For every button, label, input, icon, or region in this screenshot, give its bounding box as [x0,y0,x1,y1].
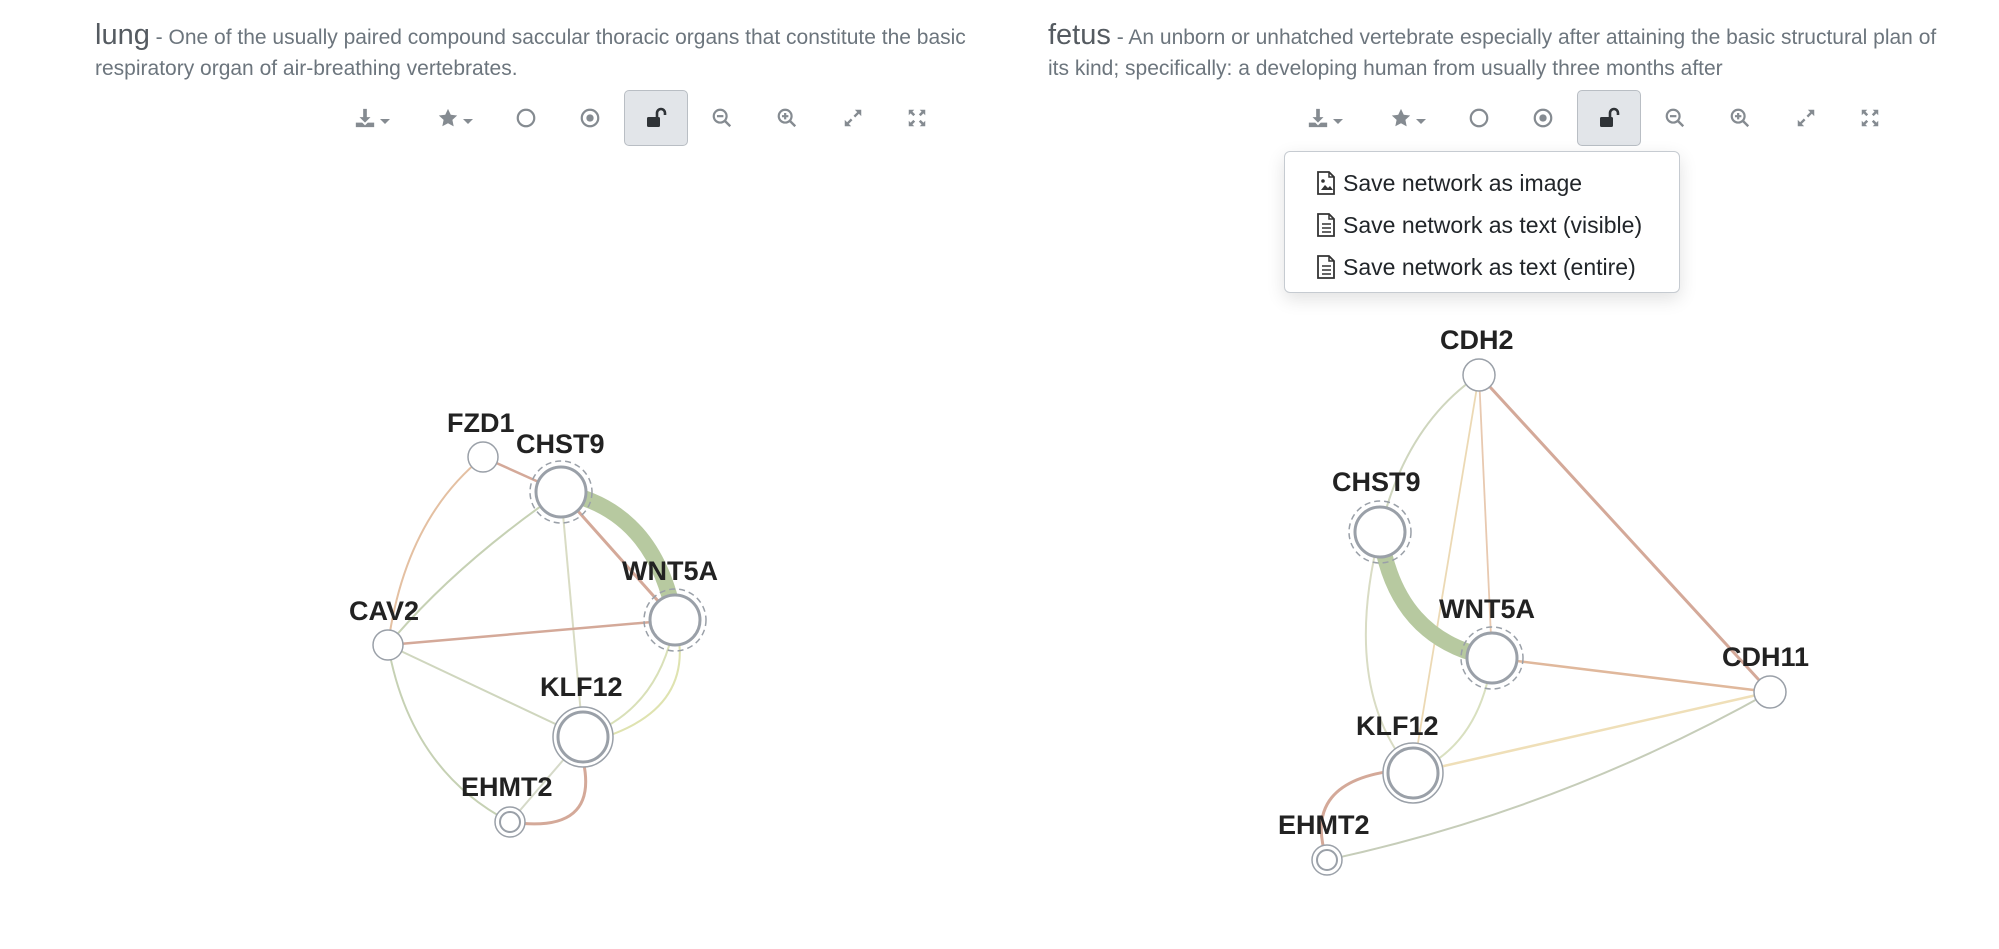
node-cdh11 [1753,675,1787,709]
image-file-icon [1315,171,1337,195]
node-label: WNT5A [1439,594,1535,624]
node-label: FZD1 [447,408,515,438]
download-button[interactable] [1293,90,1357,146]
node-label: CDH2 [1440,325,1514,355]
edge-fzd1-cav2 [387,456,484,646]
term-definition: - One of the usually paired compound sac… [95,26,966,80]
star-icon [437,107,459,129]
node-label: EHMT2 [461,772,553,802]
node-label: KLF12 [540,672,623,702]
edge-ehmt2-klf12-red [1319,768,1401,861]
network-graph[interactable]: FZD1 CHST9 WNT5A CAV2 KLF12 EHMT2 [0,0,1000,949]
right-network-panel: fetus - An unborn or unhatched vertebrat… [1000,0,1999,949]
zoom-in-button[interactable] [1708,90,1772,146]
node-ehmt2 [1311,844,1343,876]
edge-klf12-cdh11 [1412,690,1771,775]
select-all-button[interactable] [558,90,622,146]
node-label: EHMT2 [1278,810,1370,840]
fit-button[interactable] [821,90,885,146]
edge-cav2-klf12 [387,644,584,738]
zoom-in-icon [1729,107,1751,129]
node-klf12 [552,706,614,768]
text-file-icon [1315,255,1337,279]
node-label: CDH11 [1722,642,1809,672]
fullscreen-icon [1859,107,1881,129]
text-file-icon [1315,213,1337,237]
network-graph[interactable]: CDH2 CHST9 WNT5A CDH11 KLF12 EHMT2 [1000,0,1999,949]
download-icon [1307,107,1329,129]
save-text-visible-menu-item[interactable]: Save network as text (visible) [1315,206,1642,244]
term-description: lung - One of the usually paired compoun… [95,20,1010,84]
edge-wnt5a-cdh11 [1491,656,1771,694]
node-label: CHST9 [516,429,605,459]
menu-item-label: Save network as text (entire) [1343,253,1636,280]
zoom-out-icon [1664,107,1686,129]
left-network-panel: lung - One of the usually paired compoun… [0,0,1000,949]
node-label: CAV2 [349,596,419,626]
lock-toggle-button[interactable] [1577,90,1641,146]
expand-icon [1795,107,1817,129]
node-wnt5a [643,588,707,652]
download-dropdown-menu: Save network as image Save network as te… [1284,151,1680,293]
fullscreen-button[interactable] [885,90,949,146]
menu-item-label: Save network as text (visible) [1343,211,1643,238]
zoom-out-button[interactable] [1643,90,1707,146]
node-label: KLF12 [1356,711,1439,741]
unlock-icon [644,106,668,130]
edge-klf12-ehmt2-red [509,759,588,826]
node-wnt5a [1460,626,1524,690]
menu-item-label: Save network as image [1343,169,1583,196]
node-chst9 [529,460,593,524]
node-cav2 [372,629,404,661]
node-chst9 [1348,500,1412,564]
select-none-button[interactable] [494,90,558,146]
edge-cdh2-cdh11 [1477,373,1772,694]
dot-circle-icon [1532,107,1554,129]
select-all-button[interactable] [1511,90,1575,146]
circle-icon [1468,107,1490,129]
favorite-button[interactable] [1376,90,1440,146]
edge-ehmt2-cdh11 [1326,691,1771,861]
zoom-out-icon [711,107,733,129]
node-ehmt2 [494,806,526,838]
star-icon [1390,107,1412,129]
term-definition: - An unborn or unhatched vertebrate espe… [1048,26,1937,80]
edge-chst9-wnt5a [559,491,677,621]
download-button[interactable] [340,90,404,146]
edge-cav2-ehmt2 [387,644,511,823]
edge-cdh2-wnt5a [1478,374,1493,659]
term-title: fetus [1048,20,1111,51]
dot-circle-icon [579,107,601,129]
download-icon [354,107,376,129]
save-text-entire-menu-item[interactable]: Save network as text (entire) [1315,248,1636,286]
edge-chst9-cav2 [387,491,562,646]
edge-chst9-klf12 [560,491,584,738]
node-fzd1 [467,441,499,473]
term-description: fetus - An unborn or unhatched vertebrat… [1048,20,1963,84]
lock-toggle-button[interactable] [624,90,688,146]
node-label: CHST9 [1332,467,1421,497]
zoom-out-button[interactable] [690,90,754,146]
fullscreen-button[interactable] [1838,90,1902,146]
edge-cdh2-chst9 [1379,374,1480,533]
fit-button[interactable] [1774,90,1838,146]
zoom-in-icon [776,107,798,129]
zoom-in-button[interactable] [755,90,819,146]
select-none-button[interactable] [1447,90,1511,146]
node-klf12 [1382,742,1444,804]
fullscreen-icon [906,107,928,129]
node-label: WNT5A [622,556,718,586]
expand-icon [842,107,864,129]
unlock-icon [1597,106,1621,130]
edge-cav2-wnt5a [387,618,676,647]
favorite-button[interactable] [423,90,487,146]
node-cdh2 [1462,358,1496,392]
circle-icon [515,107,537,129]
edge-cdh2-klf12 [1412,374,1480,774]
save-image-menu-item[interactable]: Save network as image [1315,164,1582,202]
term-title: lung [95,20,150,51]
